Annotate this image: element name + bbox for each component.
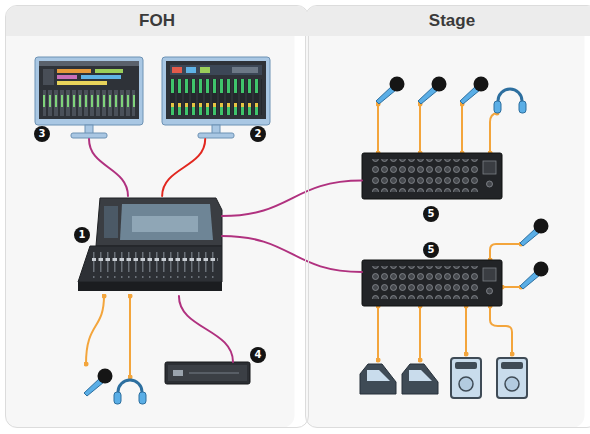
server-unit: 4 xyxy=(165,362,250,384)
display-monitor: 3 xyxy=(35,57,143,139)
audio-cable xyxy=(490,113,497,153)
mixer-monitor xyxy=(200,67,210,73)
audio-cable xyxy=(86,104,521,377)
stage-box xyxy=(370,266,478,299)
mixer-monitor xyxy=(186,67,196,73)
stage-box xyxy=(362,153,502,199)
microphone-icon xyxy=(460,77,489,105)
stage-box xyxy=(362,153,502,199)
audio-cable xyxy=(377,306,379,360)
signal-cable xyxy=(222,236,362,272)
mixing-console xyxy=(120,204,213,240)
mixer-monitor xyxy=(162,57,270,125)
mixer-monitor xyxy=(198,133,234,138)
area-panel: Stage 5 5 xyxy=(305,5,590,428)
panel-ground xyxy=(6,6,585,428)
server-unit xyxy=(165,362,250,384)
signal-cable xyxy=(179,296,233,362)
panel-ground xyxy=(6,6,295,428)
mixing-console xyxy=(96,198,222,246)
server-unit xyxy=(189,372,239,374)
mixing-console xyxy=(132,216,198,232)
daw-monitor xyxy=(35,57,143,125)
stage-box xyxy=(483,268,496,281)
headphones-icon xyxy=(494,89,526,113)
audio-cable xyxy=(461,104,463,153)
audio-cable xyxy=(490,306,512,354)
microphone-icon xyxy=(520,262,549,290)
area-panel: FOH 3 2 1 4 xyxy=(5,5,309,428)
audio-cable xyxy=(465,306,467,354)
daw-monitor xyxy=(35,57,143,138)
audio-cable xyxy=(86,296,104,364)
audio-cable xyxy=(377,104,379,153)
signal-cable xyxy=(162,139,205,196)
signal-cable xyxy=(222,181,362,216)
microphone-icon xyxy=(418,77,447,105)
microphone-icon xyxy=(84,77,549,397)
stage-box xyxy=(370,159,478,192)
mixing-console xyxy=(78,246,222,282)
callout-number: 3 xyxy=(34,126,50,142)
daw-monitor xyxy=(57,75,77,79)
speaker-icon xyxy=(451,358,527,398)
callout-number: 4 xyxy=(250,347,266,363)
stage-box xyxy=(362,260,502,306)
daw-monitor xyxy=(57,69,91,73)
wedge-monitor-icon xyxy=(360,364,396,394)
callout-number: 2 xyxy=(250,126,266,142)
stage-box xyxy=(487,181,493,187)
audio-cable xyxy=(490,244,521,260)
mixer-monitor xyxy=(172,67,182,73)
panel-heading: Stage xyxy=(306,6,590,36)
daw-monitor xyxy=(43,90,135,116)
daw-monitor xyxy=(57,81,107,85)
microphone-icon xyxy=(520,219,549,247)
mixing-console xyxy=(104,206,118,238)
daw-monitor xyxy=(43,69,54,85)
callout-number: 5 xyxy=(423,242,439,258)
daw-monitor xyxy=(39,61,139,66)
panel-ground xyxy=(306,6,585,428)
panel-heading: FOH xyxy=(6,6,308,36)
daw-monitor xyxy=(39,61,139,119)
mixer-monitor xyxy=(232,67,258,73)
audio-cable xyxy=(129,296,131,377)
stage-box xyxy=(483,161,496,174)
stage-box xyxy=(362,260,502,306)
mixer-monitor xyxy=(170,65,262,75)
server-unit xyxy=(168,365,247,381)
server-unit xyxy=(173,370,183,376)
mixing-console: 1 xyxy=(76,196,222,296)
microphone-icon xyxy=(376,77,405,105)
stage-box: 5 xyxy=(362,260,502,306)
mixing-console xyxy=(78,282,222,291)
server-unit xyxy=(165,362,250,384)
mixing-console xyxy=(92,252,218,278)
audio-cable xyxy=(502,286,521,288)
callout-number: 1 xyxy=(74,227,90,243)
mixer-monitor xyxy=(170,79,262,115)
stage-box xyxy=(487,288,493,294)
signal-cable xyxy=(89,139,128,196)
speaker-icon xyxy=(497,358,527,398)
wedge-monitor-icon xyxy=(402,364,438,394)
mixing-console xyxy=(78,198,222,291)
daw-monitor xyxy=(81,75,121,79)
callout-number: 5 xyxy=(423,206,439,222)
daw-monitor xyxy=(71,133,107,138)
wedge-monitor-icon xyxy=(360,364,438,394)
speaker-icon xyxy=(451,358,481,398)
daw-monitor xyxy=(95,69,123,73)
microphone-icon xyxy=(84,369,113,397)
display-monitor: 2 xyxy=(162,57,270,139)
audio-cable xyxy=(419,104,421,153)
audio-cable xyxy=(419,306,421,360)
stage-box: 5 xyxy=(362,153,502,199)
mixer-monitor xyxy=(166,61,266,119)
headphones-icon xyxy=(114,380,146,404)
